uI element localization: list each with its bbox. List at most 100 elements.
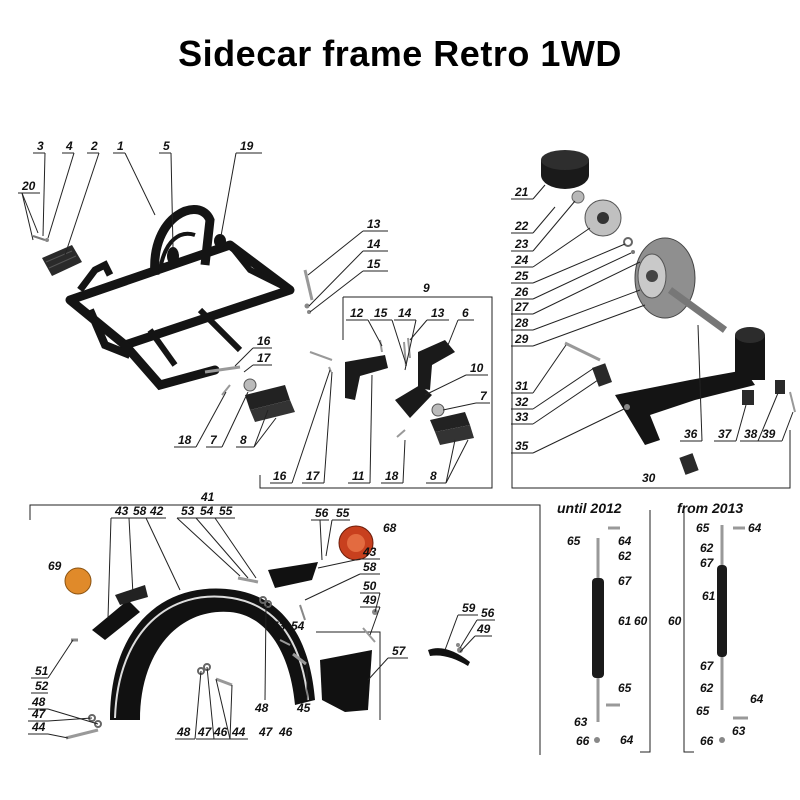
label-21: 21	[514, 185, 529, 199]
label-65b: 65	[618, 681, 632, 695]
label-3: 3	[37, 139, 44, 153]
label-19: 19	[240, 139, 254, 153]
label-47b: 47	[197, 725, 213, 739]
label-18: 18	[178, 433, 192, 447]
group-30-hub-swingarm: 30 21 22 23	[511, 150, 796, 489]
label-54: 54	[200, 504, 214, 518]
label-6: 6	[462, 306, 469, 320]
labels-frame: 3 4 2 1 5 19 20 13 14 15 16 17	[18, 139, 388, 448]
label-50: 50	[363, 579, 377, 593]
label-12: 12	[350, 306, 364, 320]
label-18b: 18	[385, 469, 399, 483]
label-58b: 58	[363, 560, 377, 574]
strut-from-2013: from 2013 65 64 62 67 61 60 67 62 64 65 …	[668, 500, 764, 753]
sidecar-main-frame	[32, 205, 314, 422]
label-35: 35	[515, 439, 529, 453]
label-63b: 63	[732, 724, 746, 738]
label-53: 53	[181, 504, 195, 518]
label-67: 67	[618, 574, 633, 588]
group-9-box: 9 12 15 14 13 6 10 7 16	[259, 281, 493, 489]
label-32: 32	[515, 395, 529, 409]
label-36: 36	[684, 427, 698, 441]
label-14: 14	[367, 237, 381, 251]
label-58: 58	[133, 504, 147, 518]
label-54b: 54	[291, 619, 305, 633]
label-5: 5	[163, 139, 170, 153]
label-66: 66	[576, 734, 590, 748]
label-26: 26	[514, 285, 529, 299]
label-8b: 8	[430, 469, 437, 483]
label-13b: 13	[431, 306, 445, 320]
label-39: 39	[762, 427, 776, 441]
label-16: 16	[257, 334, 271, 348]
label-56b: 56	[481, 606, 495, 620]
label-31: 31	[515, 379, 529, 393]
label-59: 59	[462, 601, 476, 615]
strut-until-2012: until 2012 64 65 62 67 61 60 65 63 66 64	[557, 500, 651, 753]
label-64b: 64	[620, 733, 634, 747]
label-42: 42	[149, 504, 164, 518]
label-17b: 17	[306, 469, 321, 483]
label-38: 38	[744, 427, 758, 441]
label-48: 48	[254, 701, 269, 715]
label-55b: 55	[336, 506, 350, 520]
label-14b: 14	[398, 306, 412, 320]
label-60: 60	[634, 614, 648, 628]
label-53b: 53	[272, 619, 286, 633]
label-7b: 7	[480, 389, 488, 403]
label-65d: 65	[696, 704, 710, 718]
label-65: 65	[567, 534, 581, 548]
label-16b: 16	[273, 469, 287, 483]
label-51: 51	[35, 664, 49, 678]
label-64c: 64	[748, 521, 762, 535]
label-56: 56	[315, 506, 329, 520]
label-1: 1	[117, 139, 124, 153]
label-7: 7	[210, 433, 218, 447]
label-43b: 43	[362, 545, 377, 559]
label-69: 69	[48, 559, 62, 573]
label-52: 52	[35, 679, 49, 693]
label-9: 9	[423, 281, 430, 295]
label-45: 45	[296, 701, 311, 715]
label-2: 2	[90, 139, 98, 153]
label-57: 57	[392, 644, 407, 658]
label-67b: 67	[700, 556, 715, 570]
label-13: 13	[367, 217, 381, 231]
label-27: 27	[514, 300, 530, 314]
label-46b: 46	[278, 725, 293, 739]
label-37: 37	[718, 427, 733, 441]
label-44: 44	[31, 720, 46, 734]
group-41-fender: 41 43 58	[28, 490, 541, 755]
label-66b: 66	[700, 734, 714, 748]
label-48c: 48	[176, 725, 191, 739]
label-22: 22	[514, 219, 529, 233]
page-title: Sidecar frame Retro 1WD	[178, 33, 622, 74]
label-46: 46	[213, 725, 228, 739]
label-65c: 65	[696, 521, 710, 535]
label-55: 55	[219, 504, 233, 518]
label-20: 20	[21, 179, 36, 193]
label-64: 64	[618, 534, 632, 548]
label-64d: 64	[750, 692, 764, 706]
label-11: 11	[352, 469, 365, 483]
label-62b: 62	[700, 541, 714, 555]
label-62: 62	[618, 549, 632, 563]
label-47: 47	[31, 707, 47, 721]
label-29: 29	[514, 332, 529, 346]
label-33: 33	[515, 410, 529, 424]
label-30: 30	[642, 471, 656, 485]
label-10: 10	[470, 361, 484, 375]
label-24: 24	[514, 253, 529, 267]
label-61b: 61	[702, 589, 716, 603]
label-68: 68	[383, 521, 397, 535]
label-48b: 48	[31, 695, 46, 709]
label-44b: 44	[231, 725, 246, 739]
label-8: 8	[240, 433, 247, 447]
label-67c: 67	[700, 659, 715, 673]
label-41: 41	[200, 490, 215, 504]
label-28: 28	[514, 316, 529, 330]
label-23: 23	[514, 237, 529, 251]
label-47c: 47	[258, 725, 274, 739]
label-63: 63	[574, 715, 588, 729]
